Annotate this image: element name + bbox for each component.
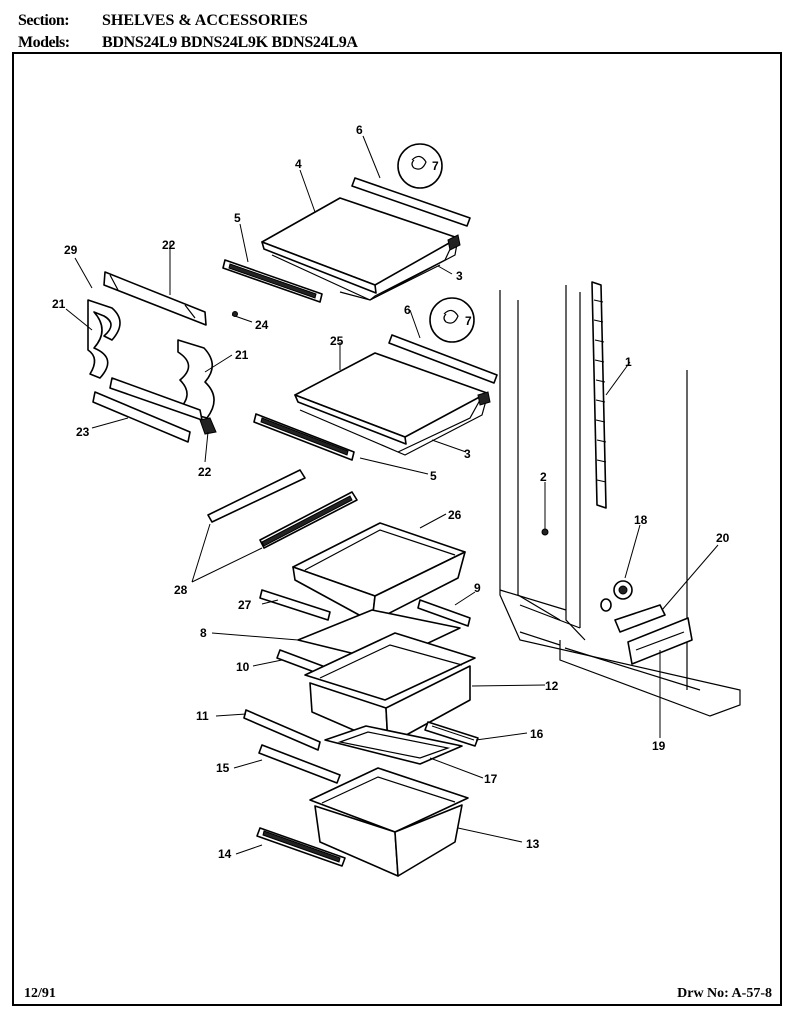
part-13-bin [309, 767, 469, 877]
callout-16: 16 [530, 727, 544, 741]
callout-8: 8 [200, 626, 207, 640]
revision-date: 12/91 [24, 986, 56, 1001]
callout-20: 20 [716, 531, 730, 545]
cabinet-outline [499, 285, 741, 717]
callout-5-upper: 5 [234, 211, 241, 225]
callout-19: 19 [652, 739, 666, 753]
callout-10: 10 [236, 660, 250, 674]
models-list: BDNS24L9 BDNS24L9K BDNS24L9A [102, 34, 358, 51]
part-11-strip [243, 709, 321, 751]
callout-5-middle: 5 [430, 469, 437, 483]
part-7-clip-middle [429, 297, 475, 343]
models-label: Models: [18, 34, 70, 51]
part-27-strip [259, 589, 331, 621]
callout-labels: 1 2 3 3 4 5 5 6 6 7 7 8 9 10 11 12 13 14… [52, 123, 730, 861]
callout-17: 17 [484, 772, 498, 786]
part-5-middle-trim [253, 413, 355, 461]
leader-lines [65, 135, 719, 855]
callout-22-lower: 22 [198, 465, 212, 479]
part-29-top-bracket [103, 271, 207, 326]
part-3-upper-frame [369, 234, 461, 301]
part-21-left-support [87, 299, 121, 379]
callout-22-upper: 22 [162, 238, 176, 252]
part-1-shelf-ladder [591, 281, 607, 509]
part-24-screw [231, 311, 253, 323]
part-18-knob [600, 580, 633, 612]
part-19-control-panel [627, 617, 693, 665]
callout-23: 23 [76, 425, 90, 439]
callout-21-left: 21 [52, 297, 66, 311]
callout-27: 27 [238, 598, 252, 612]
part-28-rails [207, 469, 358, 549]
part-22-lower-bracket [109, 377, 217, 435]
callout-24: 24 [255, 318, 269, 332]
part-6-upper-rail [351, 177, 471, 227]
callout-25: 25 [330, 334, 344, 348]
callout-9: 9 [474, 581, 481, 595]
callout-6-upper: 6 [356, 123, 363, 137]
part-17-drawer-frame [324, 725, 463, 765]
drawing-number: Drw No: A-57-8 [677, 986, 772, 1001]
part-5-upper-trim [222, 259, 323, 303]
callout-15: 15 [216, 761, 230, 775]
callout-29: 29 [64, 243, 78, 257]
part-23-strip [92, 391, 191, 443]
part-20-bracket [614, 604, 666, 633]
callout-7-middle: 7 [465, 314, 472, 328]
section-label: Section: [18, 12, 70, 29]
callout-18: 18 [634, 513, 648, 527]
part-7-clip-upper [397, 143, 443, 189]
callout-4: 4 [295, 157, 302, 171]
part-15-strip [258, 744, 341, 784]
part-3-middle-frame [397, 391, 491, 453]
callout-2: 2 [540, 470, 547, 484]
drawing-frame [12, 52, 782, 1006]
callout-6-middle: 6 [404, 303, 411, 317]
part-6-middle-rail [388, 334, 498, 384]
part-2-screw [541, 485, 549, 536]
part-26-crisper-pan [292, 522, 466, 623]
part-9-strip [417, 599, 471, 627]
section-row: Section: SHELVES & ACCESSORIES [18, 12, 308, 30]
part-16-rail [424, 721, 479, 747]
callout-14: 14 [218, 847, 232, 861]
callout-21-right: 21 [235, 348, 249, 362]
callout-3-middle: 3 [464, 447, 471, 461]
callout-3-upper: 3 [456, 269, 463, 283]
callout-13: 13 [526, 837, 540, 851]
part-14-strip [256, 827, 346, 867]
callout-12: 12 [545, 679, 559, 693]
models-row: Models: BDNS24L9 BDNS24L9K BDNS24L9A [18, 34, 358, 52]
callout-26: 26 [448, 508, 462, 522]
callout-7-upper: 7 [432, 159, 439, 173]
section-title: SHELVES & ACCESSORIES [102, 12, 308, 29]
callout-11: 11 [196, 709, 209, 723]
callout-1: 1 [625, 355, 632, 369]
callout-28: 28 [174, 583, 188, 597]
